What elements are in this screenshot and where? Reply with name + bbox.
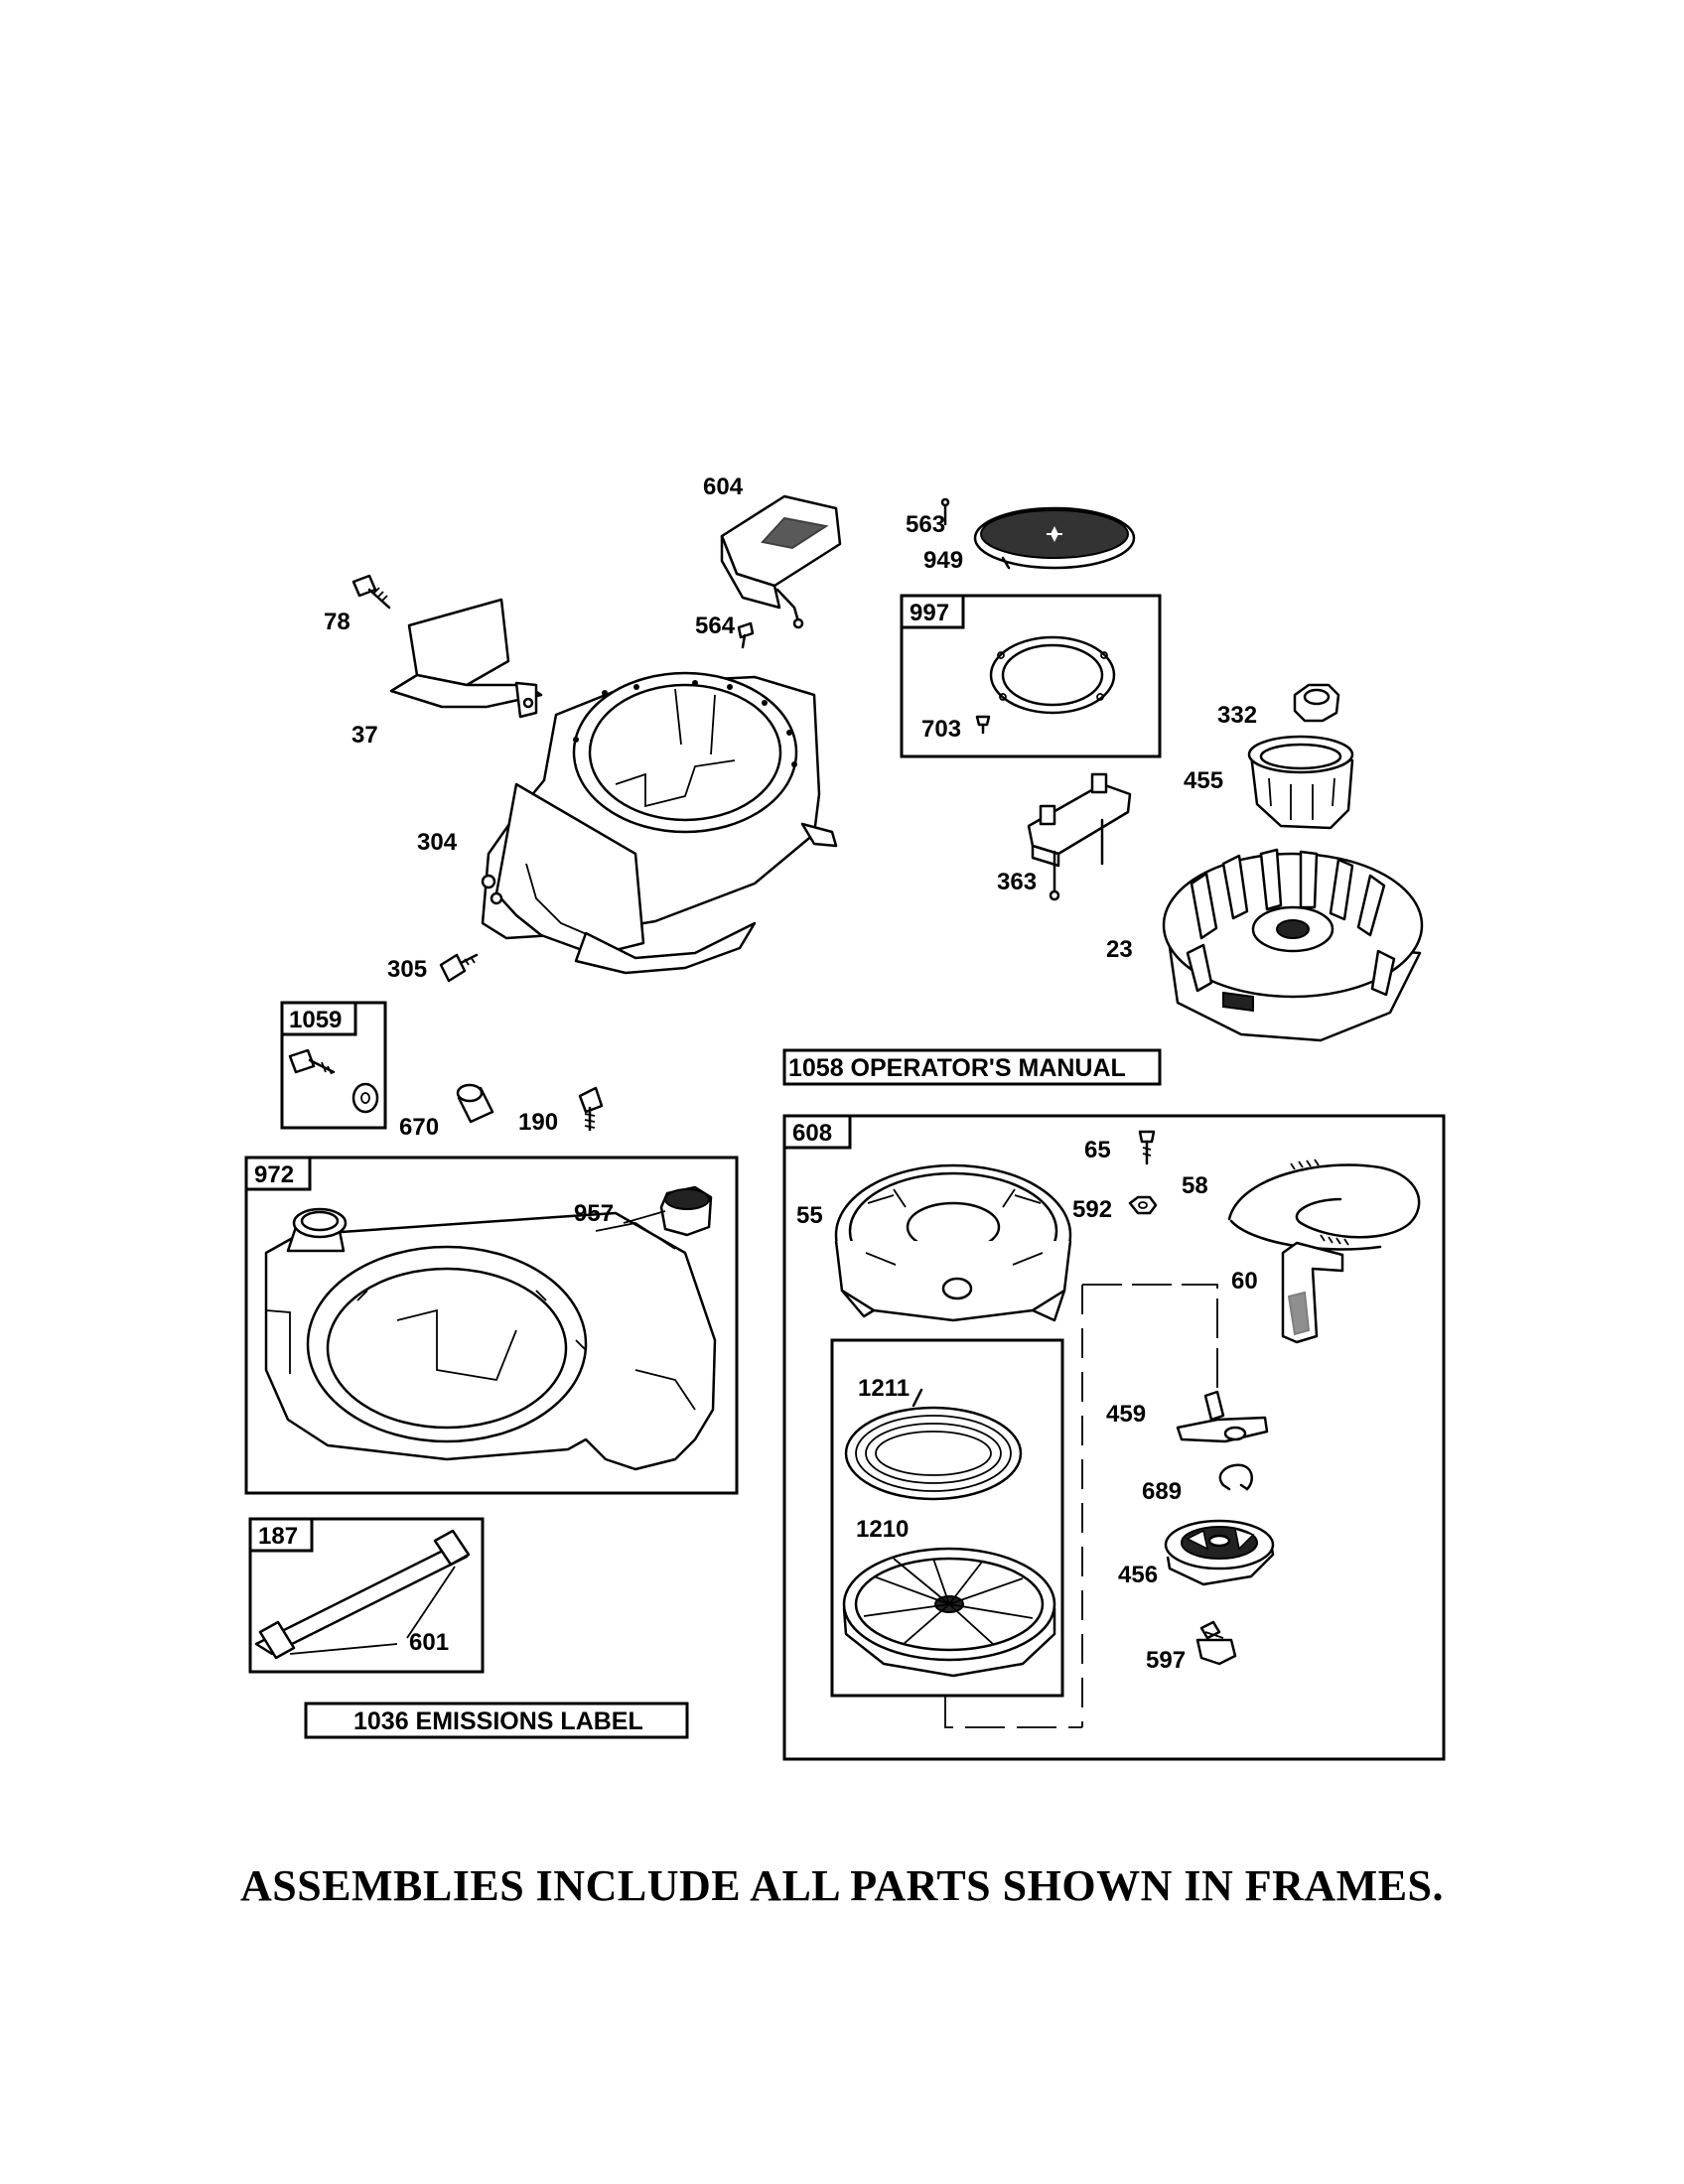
frame-tab-972 [244, 1156, 312, 1191]
armature-363-illustration [1027, 772, 1132, 901]
baffle-37-illustration [389, 598, 543, 719]
frame-997 [900, 594, 1162, 758]
screw-564-illustration [737, 621, 755, 649]
screw-597-illustration [1195, 1620, 1237, 1666]
pulley-illustration [842, 1547, 1056, 1678]
part-label-332: 332 [1217, 702, 1257, 729]
frame-inner-1211-1210 [830, 1338, 1064, 1698]
air-guide-cover-illustration [720, 494, 842, 629]
part-label-304: 304 [417, 829, 458, 856]
part-label-1210: 1210 [856, 1516, 909, 1543]
part-label-608: 608 [792, 1120, 832, 1147]
starter-cup-illustration [1247, 735, 1354, 830]
part-label-564: 564 [695, 613, 736, 639]
part-label-187: 187 [258, 1523, 298, 1550]
emissions-label-text: 1036 EMISSIONS LABEL [353, 1707, 643, 1735]
part-label-363: 363 [997, 869, 1037, 895]
part-label-597: 597 [1146, 1647, 1186, 1674]
frame-972 [244, 1156, 739, 1495]
rewind-spring-illustration [844, 1388, 1023, 1501]
part-label-456: 456 [1118, 1562, 1158, 1588]
part-label-58: 58 [1182, 1172, 1208, 1199]
part-label-689: 689 [1142, 1478, 1182, 1505]
part-label-1059: 1059 [289, 1007, 342, 1033]
part-label-455: 455 [1184, 767, 1223, 794]
part-label-60: 60 [1231, 1268, 1258, 1295]
operators-manual-label: 1058 OPERATOR'S MANUAL [788, 1054, 1126, 1082]
frame-608 [782, 1114, 1446, 1761]
flywheel-illustration [1162, 848, 1424, 1042]
part-label-592: 592 [1072, 1196, 1112, 1223]
fuel-cap-957-illustration [623, 1185, 713, 1237]
stud-190-illustration [578, 1086, 604, 1132]
part-label-305: 305 [387, 956, 427, 983]
part-label-1211: 1211 [858, 1375, 910, 1402]
frame-187 [248, 1517, 485, 1674]
screw-703-illustration [975, 715, 991, 735]
nut-332-illustration [1293, 683, 1340, 723]
part-label-563: 563 [906, 511, 945, 538]
part-label-604: 604 [703, 474, 744, 500]
screw-305-illustration [439, 953, 479, 983]
frame-tab-187 [248, 1517, 314, 1553]
gasket-illustration [989, 635, 1116, 715]
part-label-601: 601 [409, 1629, 449, 1656]
part-label-459: 459 [1106, 1401, 1146, 1428]
frame-tab-608 [782, 1114, 852, 1150]
frame-tab-1059 [280, 1001, 357, 1036]
part-label-65: 65 [1084, 1137, 1111, 1163]
starter-handle-illustration [1281, 1241, 1344, 1344]
part-label-23: 23 [1106, 936, 1133, 963]
part-label-949: 949 [923, 547, 963, 574]
part-label-78: 78 [324, 609, 351, 635]
shoulder-bolt-illustration [288, 1048, 379, 1114]
frame-tab-997 [900, 594, 965, 629]
nut-592-illustration [1128, 1195, 1158, 1215]
connector-lines [944, 1284, 1218, 1728]
screw-65-illustration [1138, 1130, 1156, 1165]
part-label-55: 55 [796, 1202, 823, 1229]
part-label-972: 972 [254, 1161, 294, 1188]
part-label-997: 997 [910, 600, 949, 626]
pawl-459-illustration [1176, 1390, 1269, 1443]
footer-note: ASSEMBLIES INCLUDE ALL PARTS SHOWN IN FR… [239, 1861, 1445, 1910]
blower-housing-illustration [481, 671, 838, 975]
part-label-37: 37 [351, 722, 378, 749]
emissions-label-banner [304, 1702, 689, 1739]
rewind-housing-illustration [834, 1163, 1072, 1322]
starter-rope-illustration [1227, 1159, 1421, 1251]
bushing-670-illustration [456, 1083, 494, 1124]
ratchet-456-illustration [1164, 1519, 1275, 1586]
screw-78-illustration [351, 574, 391, 610]
part-label-957: 957 [574, 1200, 614, 1227]
retainer-689-illustration [1218, 1463, 1254, 1491]
operators-manual-banner [782, 1048, 1162, 1086]
fuel-tank-illustration [264, 1207, 717, 1471]
fuel-line-illustration [254, 1529, 471, 1660]
part-label-190: 190 [518, 1109, 558, 1136]
rotating-screen-illustration [940, 497, 1136, 570]
part-label-703: 703 [921, 716, 961, 743]
part-label-670: 670 [399, 1114, 439, 1141]
